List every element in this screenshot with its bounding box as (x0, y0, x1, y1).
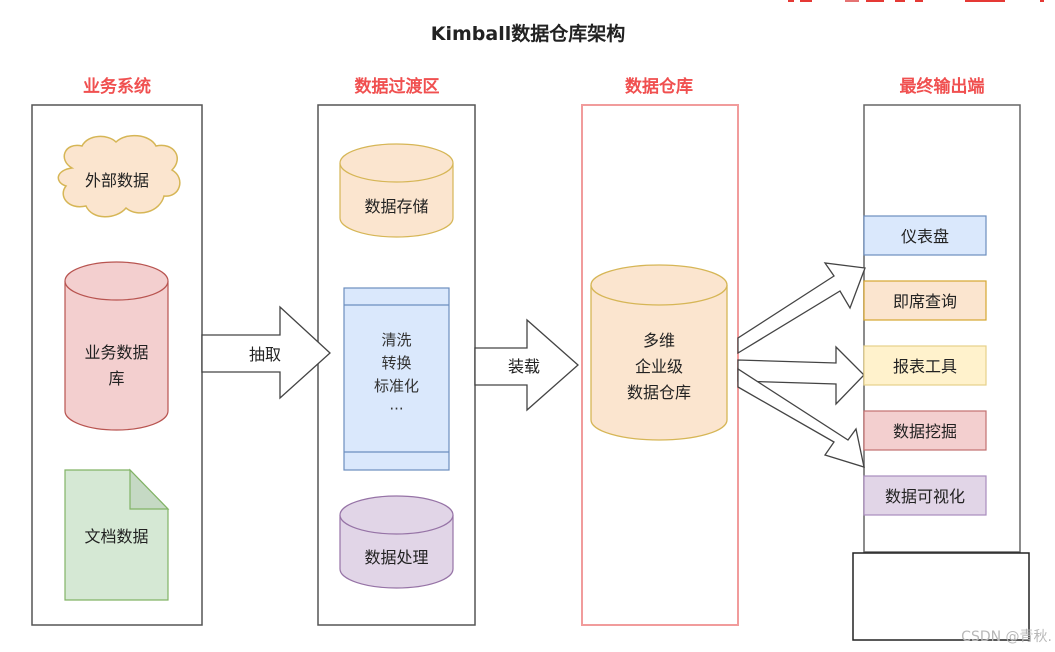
process-step-clean: 清洗 (381, 331, 411, 349)
database-icon (590, 285, 728, 441)
load-arrow: 装载 (474, 318, 579, 412)
column-header-output: 最终输出端 (900, 76, 985, 97)
business-database-cylinder: 业务数据 库 (64, 261, 169, 431)
load-label: 装载 (508, 357, 540, 376)
business-database-label-line1: 业务数据 (84, 343, 148, 362)
document-data: 文档数据 (64, 468, 170, 601)
enterprise-warehouse-cylinder: 多维 企业级 数据仓库 (590, 264, 728, 441)
warehouse-label-line1: 多维 (643, 331, 675, 350)
output-data-mining: 数据挖掘 (863, 410, 987, 451)
output-arrows (737, 262, 866, 468)
output-adhoc-query: 即席查询 (863, 280, 987, 321)
transform-process-block: 清洗 转换 标准化 ··· (343, 287, 450, 471)
document-data-label: 文档数据 (84, 527, 148, 546)
column-header-staging-area: 数据过渡区 (355, 76, 440, 97)
external-data-cloud: 外部数据 (57, 134, 181, 218)
column-header-data-warehouse: 数据仓库 (625, 76, 693, 97)
extract-arrow: 抽取 (201, 305, 331, 400)
output-base-block (852, 552, 1030, 641)
column-header-business-systems: 业务系统 (83, 76, 151, 97)
database-icon (339, 163, 454, 238)
output-adhoc-query-label: 即席查询 (893, 292, 957, 311)
output-data-visualization: 数据可视化 (863, 475, 987, 516)
process-step-transform: 转换 (381, 354, 411, 372)
external-data-label: 外部数据 (85, 171, 149, 190)
output-dashboard-label: 仪表盘 (901, 227, 949, 246)
data-storage-label: 数据存储 (364, 197, 428, 216)
process-step-ellipsis: ··· (389, 400, 403, 418)
output-data-mining-label: 数据挖掘 (893, 422, 957, 441)
cloud-icon (57, 134, 181, 218)
data-processing-cylinder: 数据处理 (339, 495, 454, 589)
output-data-visualization-label: 数据可视化 (885, 487, 965, 506)
warehouse-label-line2: 企业级 (635, 357, 683, 376)
warehouse-label-line3: 数据仓库 (627, 383, 691, 402)
top-right-clipped-text (788, 0, 1044, 2)
watermark: CSDN @青秋. (961, 629, 1052, 645)
diagram-title: Kimball数据仓库架构 (431, 22, 625, 45)
output-report-tool: 报表工具 (863, 345, 987, 386)
output-dashboard: 仪表盘 (863, 215, 987, 256)
database-icon (339, 515, 454, 589)
arrow-right-icon (474, 318, 579, 412)
arrow-to-dashboard-icon (737, 262, 866, 355)
database-icon (64, 281, 169, 431)
business-database-label-line2: 库 (108, 369, 124, 388)
output-report-tool-label: 报表工具 (893, 357, 957, 376)
arrow-right-icon (201, 305, 331, 400)
data-processing-label: 数据处理 (364, 548, 428, 567)
arrow-to-visualization-icon (737, 367, 865, 468)
process-step-standardize: 标准化 (374, 377, 419, 395)
data-storage-cylinder: 数据存储 (339, 143, 454, 238)
extract-label: 抽取 (249, 345, 281, 364)
